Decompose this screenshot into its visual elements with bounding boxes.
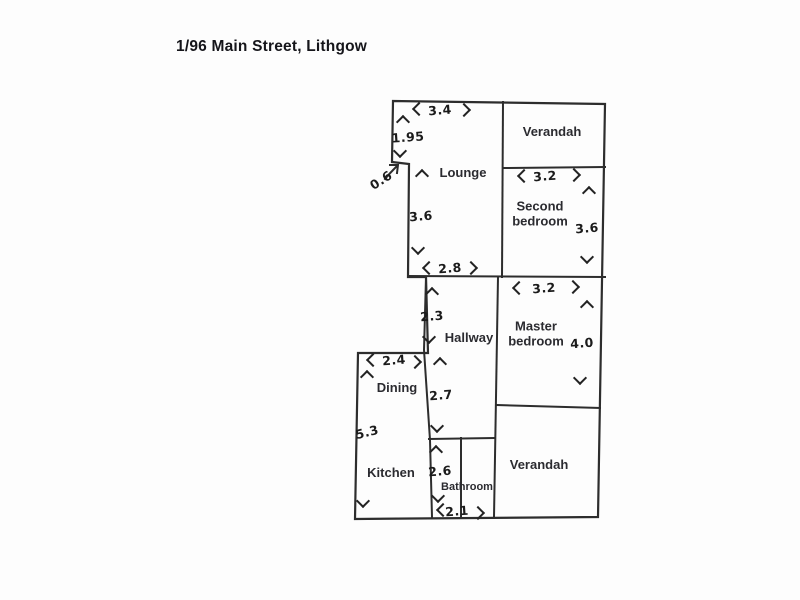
measurement-bathroom-left: 2.6 — [427, 462, 453, 480]
measurement-hallway-upper: 2.3 — [419, 307, 445, 325]
measurement-hallway-lower: 2.7 — [428, 386, 454, 404]
room-label-verandah-bottom: Verandah — [509, 456, 569, 472]
measurement-second-bedroom-top: 3.2 — [532, 167, 558, 185]
measurement-dining-top: 2.4 — [381, 351, 407, 369]
wall-exterior — [353, 99, 607, 521]
room-label-kitchen: Kitchen — [367, 464, 415, 480]
measurement-master-bedroom-right: 4.0 — [569, 334, 595, 352]
measurement-bathroom-bottom: 2.1 — [444, 502, 470, 520]
room-label-bathroom: Bathroom — [441, 480, 493, 493]
wall-master-bottom — [495, 403, 602, 410]
room-label-dining: Dining — [376, 379, 418, 395]
wall-hallway-right — [492, 275, 500, 519]
wall-dining-kitchen-right — [422, 275, 434, 519]
measurement-lounge-bottom: 2.8 — [437, 259, 463, 277]
wall-verandah-top-bottom — [501, 165, 607, 170]
room-label-hallway: Hallway — [444, 329, 494, 345]
measurement-second-bedroom-right: 3.6 — [574, 219, 600, 237]
measurement-lounge-top: 3.4 — [427, 101, 453, 119]
room-label-master-bedroom: Master bedroom — [508, 318, 564, 348]
room-label-verandah-top: Verandah — [522, 123, 582, 139]
arrow-ne-icon — [383, 164, 400, 181]
room-label-lounge: Lounge — [439, 164, 487, 180]
measurement-lounge-left: 3.6 — [408, 207, 434, 225]
wall-lounge-verandah-divider — [500, 100, 505, 279]
room-label-second-bedroom: Second bedroom — [512, 198, 568, 228]
wall-mid-horizontal — [406, 274, 607, 279]
page-title: 1/96 Main Street, Lithgow — [176, 38, 368, 55]
measurement-master-bedroom-top: 3.2 — [531, 279, 557, 297]
measurement-lounge-left-upper: 1.95 — [391, 128, 425, 146]
